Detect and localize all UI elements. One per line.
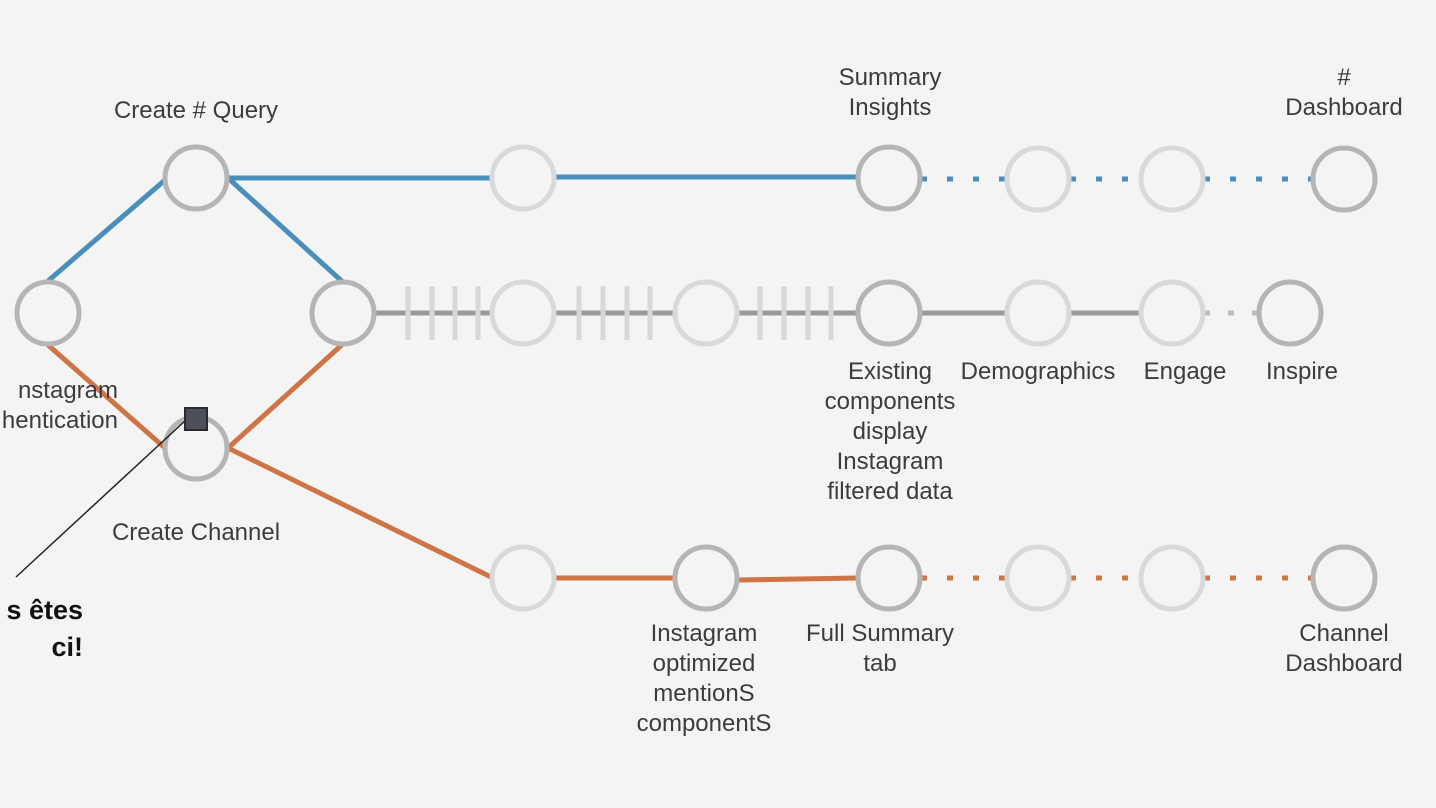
node-engage [1138, 279, 1206, 347]
node-create-query [162, 144, 230, 212]
node-orange-upcoming-2 [1004, 544, 1072, 612]
blue-edge-auth-to-query [46, 178, 167, 283]
node-channel-dashboard [1310, 544, 1378, 612]
label-summary-insights: Summary Insights [838, 64, 942, 121]
orange-edge-channel-to-node [226, 445, 493, 580]
gray-ticks-group-1 [405, 286, 481, 340]
node-full-summary-tab [855, 544, 923, 612]
node-summary-insights [855, 144, 923, 212]
label-existing-components: Existing components display Instagram fi… [824, 358, 956, 505]
node-blue-upcoming-1 [489, 144, 557, 212]
you-are-here-text: s êtes ci! [6, 595, 83, 662]
label-instagram-optimized: Instagram optimized mentionS componentS [636, 620, 772, 737]
gray-ticks-group-3 [757, 286, 834, 340]
node-gray-upcoming-2 [672, 279, 740, 347]
node-orange-upcoming-1 [489, 544, 557, 612]
label-inspire: Inspire [1265, 358, 1339, 385]
node-merge [309, 279, 377, 347]
label-engage: Engage [1143, 358, 1227, 385]
orange-edge-to-full-summary [737, 575, 858, 583]
label-instagram-authentication: nstagram hentication [1, 377, 118, 434]
label-channel-dashboard: Channel Dashboard [1285, 620, 1403, 677]
node-orange-upcoming-3 [1138, 544, 1206, 612]
node-instagram-authentication [14, 279, 82, 347]
orange-edge-auth-to-channel [46, 343, 167, 450]
orange-edge-channel-to-merge [226, 340, 347, 450]
you-are-here-marker [184, 407, 208, 431]
label-hash-dashboard: # Dashboard [1285, 64, 1403, 121]
node-demographics [1004, 279, 1072, 347]
node-inspire [1256, 279, 1324, 347]
node-instagram-optimized [672, 544, 740, 612]
node-hash-dashboard [1310, 145, 1378, 213]
blue-edge-query-to-merge [226, 176, 347, 286]
you-are-here-pointer-line [15, 419, 187, 578]
gray-ticks-group-2 [576, 286, 653, 340]
node-blue-upcoming-3 [1138, 145, 1206, 213]
label-full-summary-tab: Full Summary tab [805, 620, 955, 677]
label-demographics: Demographics [960, 358, 1116, 385]
label-create-query: Create # Query [113, 97, 279, 124]
node-existing-components [855, 279, 923, 347]
node-gray-upcoming-1 [489, 279, 557, 347]
node-blue-upcoming-2 [1004, 145, 1072, 213]
label-create-channel: Create Channel [111, 519, 281, 546]
